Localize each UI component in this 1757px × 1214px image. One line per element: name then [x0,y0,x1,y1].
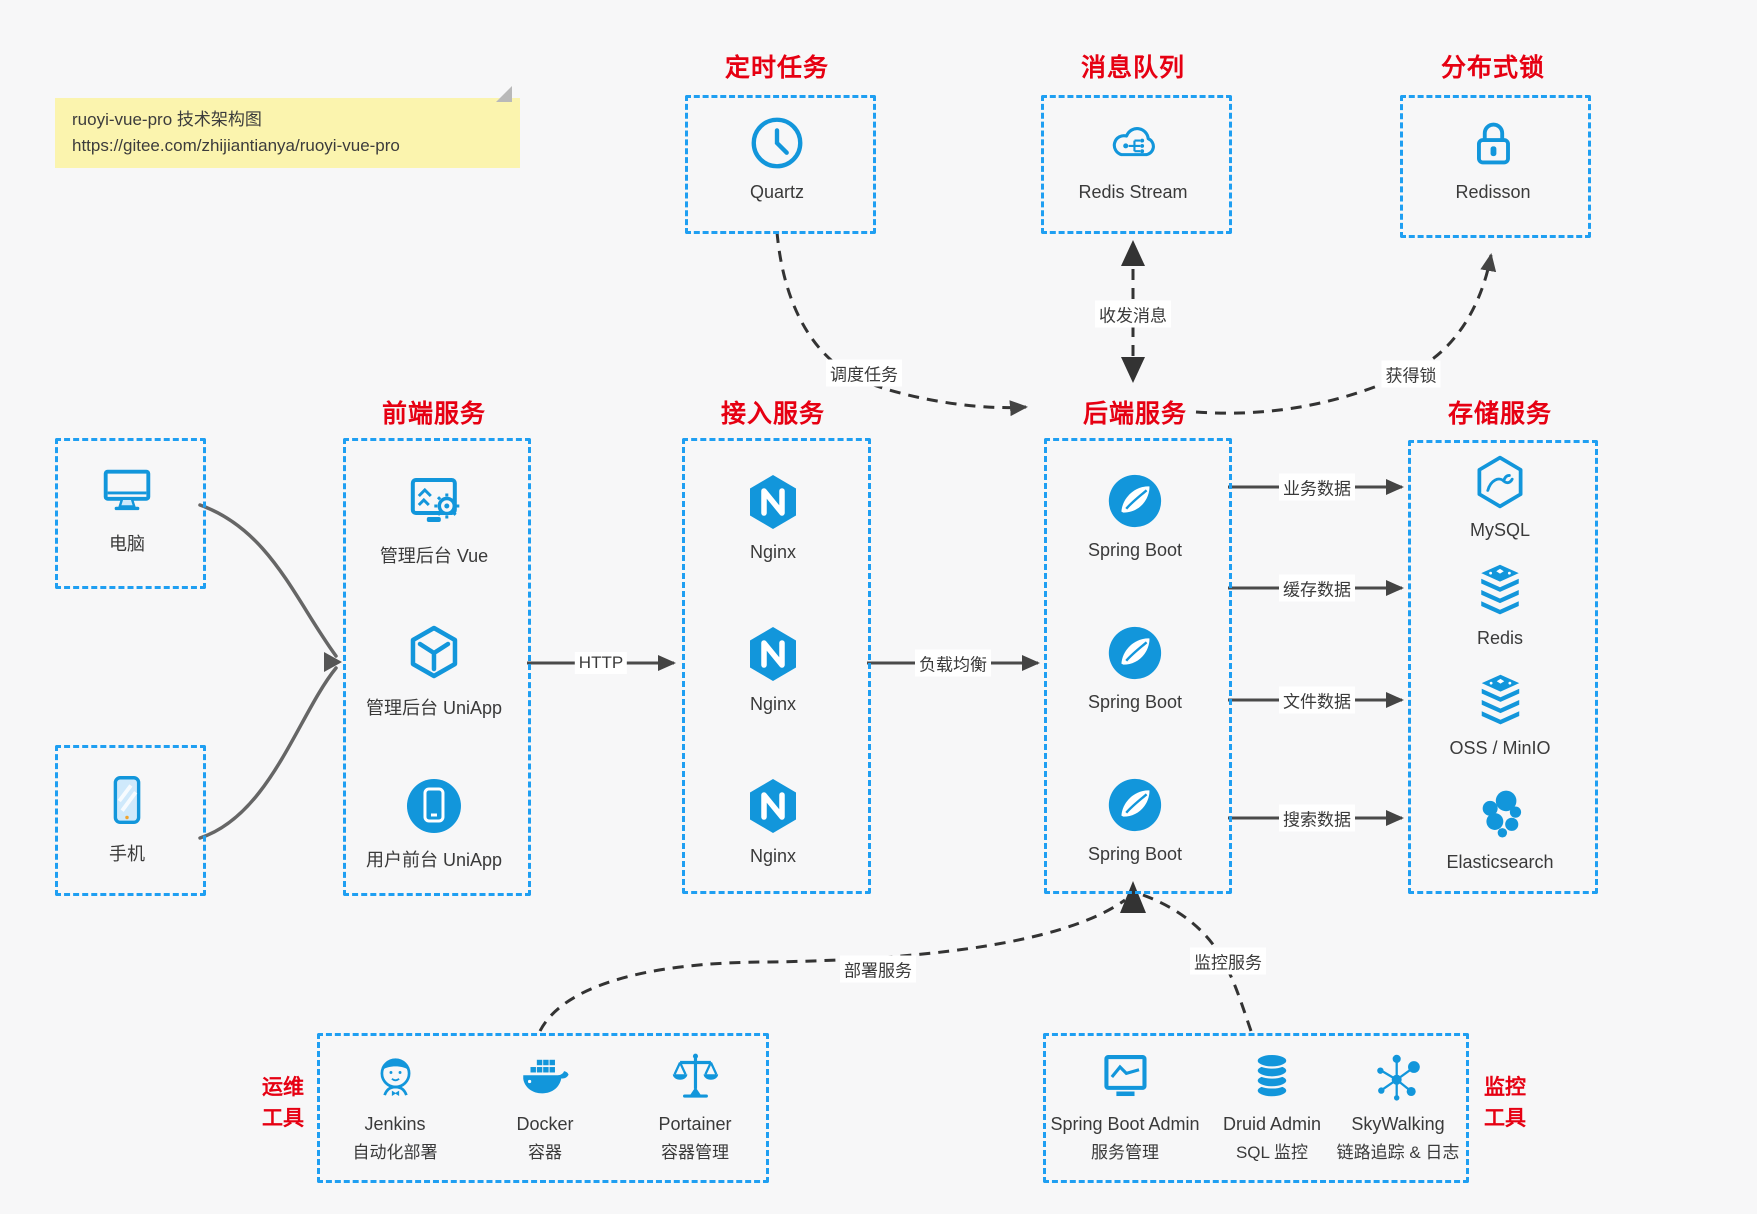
jenkins-icon [380,1058,410,1097]
ops-tools-title: 运维 工具 [262,1076,304,1130]
mq-up-arrowhead [1121,240,1145,266]
nginx-icon [750,475,796,529]
node-redisson: Redisson [1455,112,1531,203]
node-nginx-3: Nginx [741,774,805,867]
admin-vue-icon [411,478,460,522]
fork-arrowhead [324,652,342,672]
redis-stack-icon [1481,564,1519,615]
node-quartz: Quartz [746,112,808,203]
client-fork-curves [198,503,338,840]
lock-icon [1476,122,1510,165]
sticky-note: ruoyi-vue-pro 技术架构图 https://gitee.com/zh… [55,86,520,168]
node-spring-boot-1: Spring Boot [1088,470,1182,561]
spring-boot-icon [1108,474,1162,528]
spring-boot-icon [1108,626,1162,680]
skywalking-icon [1377,1054,1421,1101]
backend-box [1044,438,1232,894]
backend-up-arrowhead [1120,881,1146,913]
pc-box [55,438,206,589]
node-redis: Redis [1470,560,1530,649]
group-title-gateway: 接入服务 [720,400,826,428]
mobile-box [55,745,206,896]
group-title-message-queue: 消息队列 [1080,54,1186,82]
elasticsearch-icon [1482,790,1521,838]
message-queue-box [1041,95,1232,234]
edge-label-acquire-lock: 获得锁 [1381,360,1441,388]
nginx-icon [750,627,796,681]
group-title-backend: 后端服务 [1082,400,1188,428]
group-title-distributed-lock: 分布式锁 [1440,54,1546,82]
node-oss-minio: OSS / MinIO [1449,670,1551,759]
edge-label-monitor: 监控服务 [1190,947,1266,975]
mq-down-arrowhead [1121,357,1145,383]
gateway-box [682,438,871,894]
storage-box [1408,440,1598,894]
node-mysql: MySQL [1470,452,1530,541]
edge-label-cache-data: 缓存数据 [1279,574,1355,602]
node-spring-boot-3: Spring Boot [1088,774,1182,865]
group-title-scheduled-task: 定时任务 [724,54,830,82]
edge-label-send-receive: 收发消息 [1095,300,1171,328]
node-nginx-1: Nginx [741,470,805,563]
edge-label-load-balance: 负载均衡 [915,649,991,677]
oss-stack-icon [1481,674,1519,725]
node-mobile: 手机 [96,770,158,866]
user-app-icon [406,779,461,833]
node-spring-boot-2: Spring Boot [1088,622,1182,713]
monitor-tools-box [1043,1033,1469,1183]
ops-tools-box [317,1033,769,1183]
group-title-frontend: 前端服务 [381,400,487,428]
node-elasticsearch: Elasticsearch [1446,784,1554,873]
clock-icon [751,117,803,169]
note-url: https://gitee.com/zhijiantianya/ruoyi-vu… [72,136,400,155]
distributed-lock-box [1400,95,1591,238]
portainer-icon [672,1053,718,1098]
note-fold-corner [496,86,512,102]
edge-label-file-data: 文件数据 [1279,686,1355,714]
note-title: ruoyi-vue-pro 技术架构图 [72,110,262,129]
node-admin-uniapp: 管理后台 UniApp [366,622,502,720]
node-jenkins: Jenkins 自动化部署 [353,1048,438,1163]
edge-label-deploy: 部署服务 [840,955,916,983]
edge-label-search-data: 搜索数据 [1279,804,1355,832]
group-title-storage: 存储服务 [1447,400,1553,428]
monitor-tools-title: 监控 工具 [1484,1076,1526,1130]
scheduled-task-box [685,95,876,234]
uniapp-cube-icon [410,625,458,679]
edge-label-schedule: 调度任务 [826,359,902,387]
node-user-uniapp: 用户前台 UniApp [366,774,502,872]
frontend-box [343,438,531,896]
node-portainer: Portainer 容器管理 [658,1048,732,1163]
node-skywalking: SkyWalking 链路追踪 & 日志 [1337,1048,1459,1163]
nginx-icon [750,779,796,833]
node-druid-admin: Druid Admin SQL 监控 [1223,1048,1321,1163]
node-spring-boot-admin: Spring Boot Admin 服务管理 [1050,1048,1200,1163]
spring-boot-admin-icon [1103,1055,1147,1097]
node-pc: 电脑 [96,460,158,556]
mysql-icon [1477,455,1523,509]
spring-boot-icon [1108,778,1162,832]
mq-cloud-icon [1112,127,1155,157]
edge-label-http: HTTP [574,652,628,674]
smartphone-icon [113,776,141,825]
druid-icon [1255,1052,1289,1099]
node-admin-vue: 管理后台 Vue [380,470,488,568]
node-docker: Docker 容器 [516,1048,574,1163]
docker-icon [523,1059,569,1094]
desktop-icon [103,469,151,511]
node-redis-stream: Redis Stream [1078,112,1188,203]
edge-label-biz-data: 业务数据 [1279,473,1355,501]
node-nginx-2: Nginx [741,622,805,715]
